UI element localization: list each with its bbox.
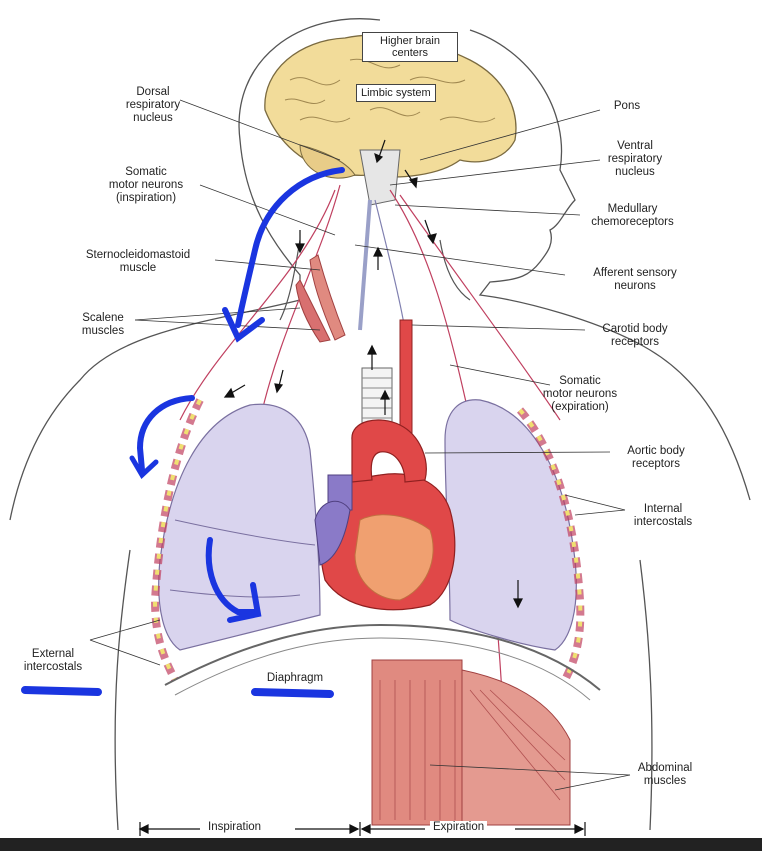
diaphragm-shape xyxy=(164,623,601,691)
dorsal-respiratory-nucleus-label: Dorsal respiratory nucleus xyxy=(125,86,181,124)
higher-brain-centers-label: Higher brain centers xyxy=(362,32,458,62)
annotation-arrow-lower xyxy=(205,537,258,615)
diaphragm-label: Diaphragm xyxy=(266,672,324,684)
heart-light xyxy=(354,514,434,601)
nerve-expiration-2 xyxy=(399,194,561,421)
scalene-muscles-label: Scalene muscles xyxy=(81,312,125,337)
inspiration-label: Inspiration xyxy=(205,821,265,833)
somatic-motor-neurons-inspiration-label: Somatic motor neurons (inspiration) xyxy=(108,166,184,204)
annotation-arrow-large xyxy=(235,167,345,328)
annotation-underline-external xyxy=(21,686,102,696)
aorta xyxy=(351,419,427,483)
body-side-left xyxy=(114,549,131,831)
neck-right xyxy=(439,239,471,301)
annotation-arrow-mid xyxy=(136,395,195,473)
brain-folds xyxy=(284,58,496,123)
abdominal-muscle-left xyxy=(371,659,463,826)
heart-vessel-blue xyxy=(314,500,351,566)
blue-annotations xyxy=(21,167,345,698)
pons-label: Pons xyxy=(613,100,641,112)
flow-arrows xyxy=(223,139,523,609)
annotation-arrow-lower-head xyxy=(227,582,262,623)
diaphragm-inner xyxy=(174,637,591,701)
bottom-border xyxy=(0,838,762,851)
external-intercostals-label: External intercostals xyxy=(23,648,83,673)
abdominal-muscles-label: Abdominal muscles xyxy=(637,762,693,787)
sternocleidomastoid-muscle-label: Sternocleidomastoid muscle xyxy=(85,249,191,274)
afferent-sensory-neurons-label: Afferent sensory neurons xyxy=(593,267,677,292)
spinal-cord xyxy=(358,199,372,331)
sternocleidomastoid-shape xyxy=(309,254,346,341)
trachea-rings xyxy=(362,377,392,439)
body-side-right xyxy=(639,559,653,831)
somatic-motor-neurons-expiration-label: Somatic motor neurons (expiration) xyxy=(542,375,618,413)
nerve-inspiration-2 xyxy=(179,189,336,421)
ribs-yellow-right xyxy=(518,408,583,681)
ventral-respiratory-nucleus-label: Ventral respiratory nucleus xyxy=(607,140,663,178)
carotid-body-receptors-label: Carotid body receptors xyxy=(602,323,668,348)
left-lung xyxy=(158,403,321,651)
phase-axis xyxy=(138,822,586,836)
annotation-arrow-mid-head xyxy=(129,455,159,479)
abdominal-muscle-right xyxy=(461,669,571,826)
pointer-lines xyxy=(89,99,631,791)
aortic-body-receptors-label: Aortic body receptors xyxy=(627,445,685,470)
lung-fissures xyxy=(169,519,316,598)
internal-intercostals-label: Internal intercostals xyxy=(633,503,693,528)
rib-cage-left xyxy=(150,398,204,682)
expiration-label: Expiration xyxy=(430,821,488,833)
carotid-artery xyxy=(399,319,413,441)
annotation-arrow-large-head xyxy=(222,307,265,343)
nerve-afferent xyxy=(374,199,406,331)
scalene-shape xyxy=(295,279,331,343)
medullary-chemoreceptors-label: Medullary chemoreceptors xyxy=(591,203,674,228)
right-lung xyxy=(444,399,577,651)
brainstem xyxy=(359,149,401,206)
limbic-system-label: Limbic system xyxy=(356,84,436,102)
abdominal-lines xyxy=(379,680,566,820)
annotation-underline-diaphragm xyxy=(251,688,334,698)
